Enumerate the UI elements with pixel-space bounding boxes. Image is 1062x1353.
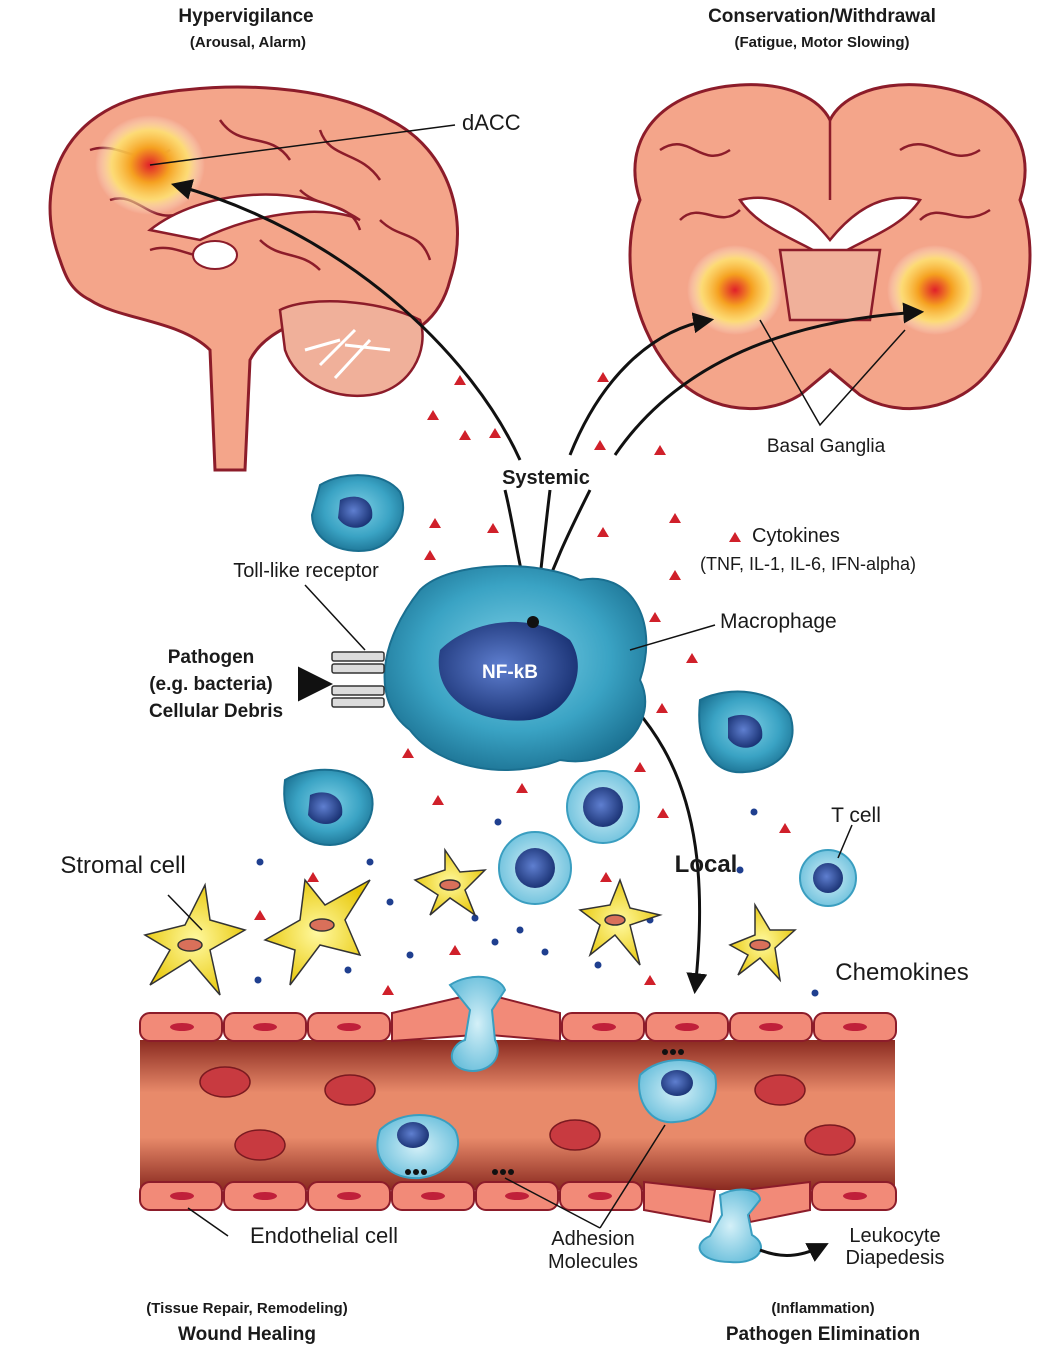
basal-ganglia-label: Basal Ganglia: [767, 436, 886, 457]
macrophage-small-2: [283, 768, 374, 847]
hypervigilance-title: Hypervigilance: [178, 6, 313, 27]
nfkb-node: [527, 616, 539, 628]
hypervigilance-subtitle: (Arousal, Alarm): [190, 34, 306, 51]
basal-ganglia-right-glow: [887, 245, 983, 335]
coronal-brain: [628, 83, 1032, 411]
arrow-to-basal-ganglia-left: [568, 312, 715, 456]
tcell-leader: [837, 824, 853, 859]
endothelial-cell-label: Endothelial cell: [250, 1223, 398, 1248]
pathogen-line2: (e.g. bacteria): [149, 674, 273, 695]
local-label: Local: [675, 851, 738, 878]
pathogen-line3: Cellular Debris: [149, 701, 283, 722]
tlr-leader: [304, 584, 366, 651]
cytokines-label: Cytokines: [752, 525, 840, 547]
nfkb-label: NF-kB: [482, 662, 538, 683]
cytokines-list: (TNF, IL-1, IL-6, IFN-alpha): [700, 554, 916, 574]
arrow-to-basal-ganglia-right: [613, 302, 925, 456]
t-cell-label: T cell: [831, 804, 881, 827]
systemic-label: Systemic: [502, 467, 590, 489]
t-cells: [498, 770, 857, 907]
dacc-label: dACC: [462, 110, 521, 135]
red-blood-cells: [199, 1066, 856, 1161]
leukocyte-line2: Diapedesis: [846, 1247, 945, 1269]
stromal-cells: [143, 847, 797, 996]
blood-vessel: [139, 975, 897, 1264]
basal-ganglia-leader: [759, 319, 906, 427]
conservation-subtitle: (Fatigue, Motor Slowing): [735, 34, 910, 51]
endothelial-top-row: [139, 993, 897, 1043]
stromal-cell-label: Stromal cell: [60, 852, 185, 879]
wound-healing-title: Wound Healing: [178, 1324, 316, 1345]
pathogen-elimination-subtitle: (Inflammation): [771, 1300, 874, 1317]
endothelial-bottom-row: [139, 1180, 897, 1224]
adhesion-leader: [504, 1124, 666, 1229]
pathogen-line1: Pathogen: [168, 647, 255, 668]
stromal-leader: [167, 894, 203, 931]
adhesion-line2: Molecules: [548, 1251, 638, 1273]
adhesion-molecules: [405, 1049, 684, 1175]
conservation-title: Conservation/Withdrawal: [708, 6, 936, 27]
toll-like-receptors: [331, 651, 385, 708]
pathogen-elimination-title: Pathogen Elimination: [726, 1324, 920, 1345]
sagittal-brain: [48, 85, 459, 472]
wound-healing-subtitle: (Tissue Repair, Remodeling): [146, 1300, 347, 1317]
toll-like-receptor-label: Toll-like receptor: [233, 560, 379, 582]
leukocytes: [376, 975, 762, 1264]
adhesion-line1: Adhesion: [551, 1228, 634, 1250]
leader-lines: [149, 124, 906, 1237]
diapedesis-arrow: [759, 1243, 829, 1262]
macrophage-nucleus: [438, 621, 578, 721]
macrophage-small-3: [698, 690, 794, 774]
arrow-to-dacc: [170, 179, 522, 461]
dacc-leader: [149, 124, 456, 166]
endothelial-leader: [187, 1207, 229, 1237]
macrophage-label: Macrophage: [720, 610, 837, 633]
chemokines-label: Chemokines: [835, 959, 968, 986]
macrophage-main: [383, 565, 648, 771]
leukocyte-line1: Leukocyte: [849, 1225, 940, 1247]
macrophage-small-1: [310, 474, 405, 552]
macrophage-leader: [629, 624, 716, 651]
